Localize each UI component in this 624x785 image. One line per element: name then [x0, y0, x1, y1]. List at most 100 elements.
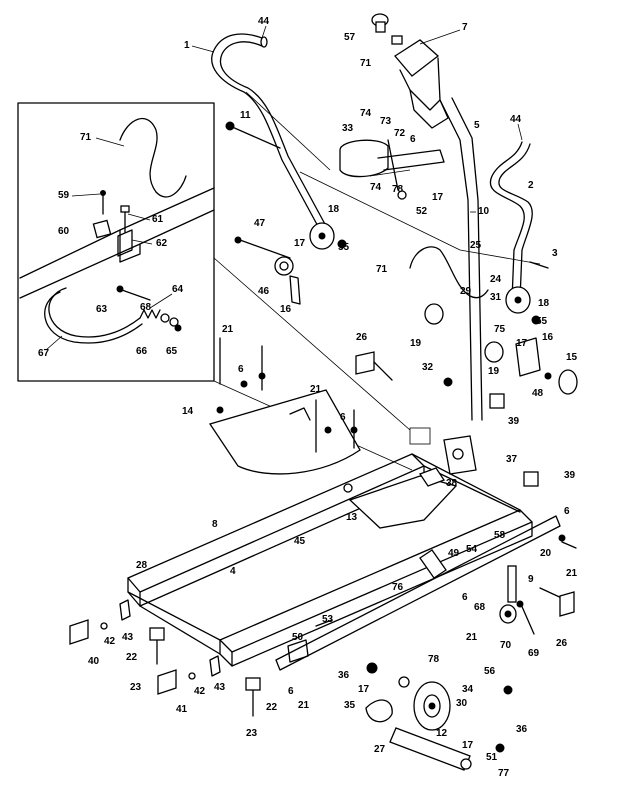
- callout-35: 35: [344, 700, 356, 711]
- console-post: [299, 97, 541, 421]
- callout-21: 21: [222, 324, 234, 335]
- callout-18: 18: [328, 204, 340, 215]
- callout-22b: 22: [266, 702, 278, 713]
- callout-44b: 44: [510, 114, 522, 125]
- callout-60: 60: [58, 226, 70, 237]
- callout-54: 54: [466, 544, 478, 555]
- callout-14: 14: [182, 406, 194, 417]
- console: [371, 13, 449, 129]
- callout-43: 43: [122, 632, 134, 643]
- callout-6d: 6: [564, 506, 570, 517]
- right-handlebar: [489, 141, 533, 301]
- callout-49: 49: [448, 548, 460, 559]
- base-plate: [208, 337, 361, 475]
- callout-17e: 17: [462, 740, 474, 751]
- callout-31: 31: [490, 292, 502, 303]
- callout-6f: 6: [288, 686, 294, 697]
- inset-detail-box: [17, 102, 215, 382]
- callout-66: 66: [136, 346, 148, 357]
- callout-4: 4: [230, 566, 236, 577]
- callout-17b: 17: [294, 238, 306, 249]
- callout-21e: 21: [298, 700, 310, 711]
- callout-labels: 1 44 57 7 71 11 74 73 33 72 6 5 44 71 74…: [38, 16, 578, 779]
- callout-21b: 21: [310, 384, 322, 395]
- callout-16b: 16: [542, 332, 554, 343]
- callout-44: 44: [258, 16, 270, 27]
- callout-3: 3: [552, 248, 558, 259]
- callout-6b: 6: [238, 364, 244, 375]
- callout-39: 39: [508, 416, 520, 427]
- callout-6c: 6: [340, 412, 346, 423]
- callout-20: 20: [540, 548, 552, 559]
- tension-rod: [234, 236, 301, 305]
- callout-64: 64: [172, 284, 184, 295]
- callout-17d: 17: [358, 684, 370, 695]
- callout-70: 70: [500, 640, 512, 651]
- callout-37: 37: [506, 454, 518, 465]
- callout-26: 26: [356, 332, 368, 343]
- callout-50: 50: [292, 632, 304, 643]
- callout-6e: 6: [462, 592, 468, 603]
- callout-68b: 68: [474, 602, 486, 613]
- callout-69: 69: [528, 648, 540, 659]
- resistance-knob-left: [309, 222, 347, 250]
- callout-21d: 21: [466, 632, 478, 643]
- callout-40: 40: [88, 656, 100, 667]
- callout-76: 76: [392, 582, 404, 593]
- main-frame: [127, 427, 533, 667]
- callout-17: 17: [432, 192, 444, 203]
- callout-27: 27: [374, 744, 386, 755]
- callout-55: 55: [338, 242, 350, 253]
- callout-19b: 19: [488, 366, 500, 377]
- callout-13: 13: [346, 512, 358, 523]
- callout-9: 9: [528, 574, 534, 585]
- callout-18b: 18: [538, 298, 550, 309]
- callout-56: 56: [484, 666, 496, 677]
- callout-29: 29: [460, 286, 472, 297]
- callout-2: 2: [528, 180, 534, 191]
- callout-63: 63: [96, 304, 108, 315]
- callout-7: 7: [462, 22, 468, 33]
- flywheel-assembly: [365, 662, 513, 771]
- callout-42b: 42: [194, 686, 206, 697]
- callout-33: 33: [342, 123, 354, 134]
- callout-19: 19: [410, 338, 422, 349]
- callout-72: 72: [394, 128, 406, 139]
- callout-24: 24: [490, 274, 502, 285]
- callout-21c: 21: [566, 568, 578, 579]
- callout-39b: 39: [564, 470, 576, 481]
- callout-73: 73: [380, 116, 392, 127]
- callout-78b: 78: [428, 654, 440, 665]
- callout-74b: 74: [370, 182, 382, 193]
- callout-38: 38: [446, 478, 458, 489]
- callout-32: 32: [422, 362, 434, 373]
- callout-53: 53: [322, 614, 334, 625]
- callout-36: 36: [338, 670, 350, 681]
- callout-59: 59: [58, 190, 70, 201]
- callout-34: 34: [462, 684, 474, 695]
- callout-78: 78: [392, 184, 404, 195]
- callout-23: 23: [130, 682, 142, 693]
- callout-26b: 26: [556, 638, 568, 649]
- callout-43b: 43: [214, 682, 226, 693]
- callout-67: 67: [38, 348, 50, 359]
- callout-41: 41: [176, 704, 188, 715]
- callout-48: 48: [532, 388, 544, 399]
- callout-74: 74: [360, 108, 372, 119]
- callout-36b: 36: [516, 724, 528, 735]
- callout-8: 8: [212, 519, 218, 530]
- callout-65: 65: [166, 346, 178, 357]
- leader-lines: [45, 25, 523, 351]
- seat-assembly: [339, 139, 445, 200]
- callout-61: 61: [152, 214, 164, 225]
- callout-62: 62: [156, 238, 168, 249]
- callout-71b: 71: [80, 132, 92, 143]
- callout-71: 71: [360, 58, 372, 69]
- callout-45: 45: [294, 536, 306, 547]
- callout-46: 46: [258, 286, 270, 297]
- callout-77: 77: [498, 768, 510, 779]
- callout-5: 5: [474, 120, 480, 131]
- callout-52: 52: [416, 206, 428, 217]
- callout-16: 16: [280, 304, 292, 315]
- callout-68: 68: [140, 302, 152, 313]
